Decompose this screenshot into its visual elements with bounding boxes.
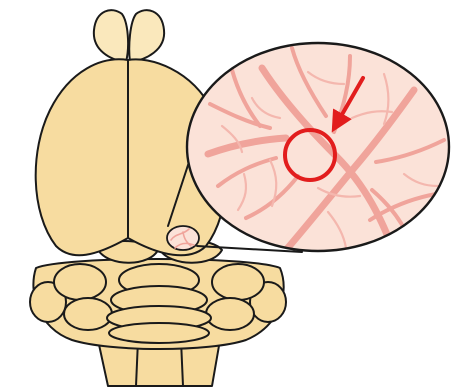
left-hemisphere [36,59,128,255]
hemisphere-lobule-right [212,264,264,300]
lower-lobule-right [206,298,254,330]
vermis-base [109,323,209,343]
olfactory-bulb-left [94,10,128,62]
magnified-view [187,43,449,252]
hemisphere-lobule-left [54,264,106,300]
olfactory-bulb-right [129,10,164,62]
lower-lobule-left [64,298,112,330]
source-window [167,226,199,250]
